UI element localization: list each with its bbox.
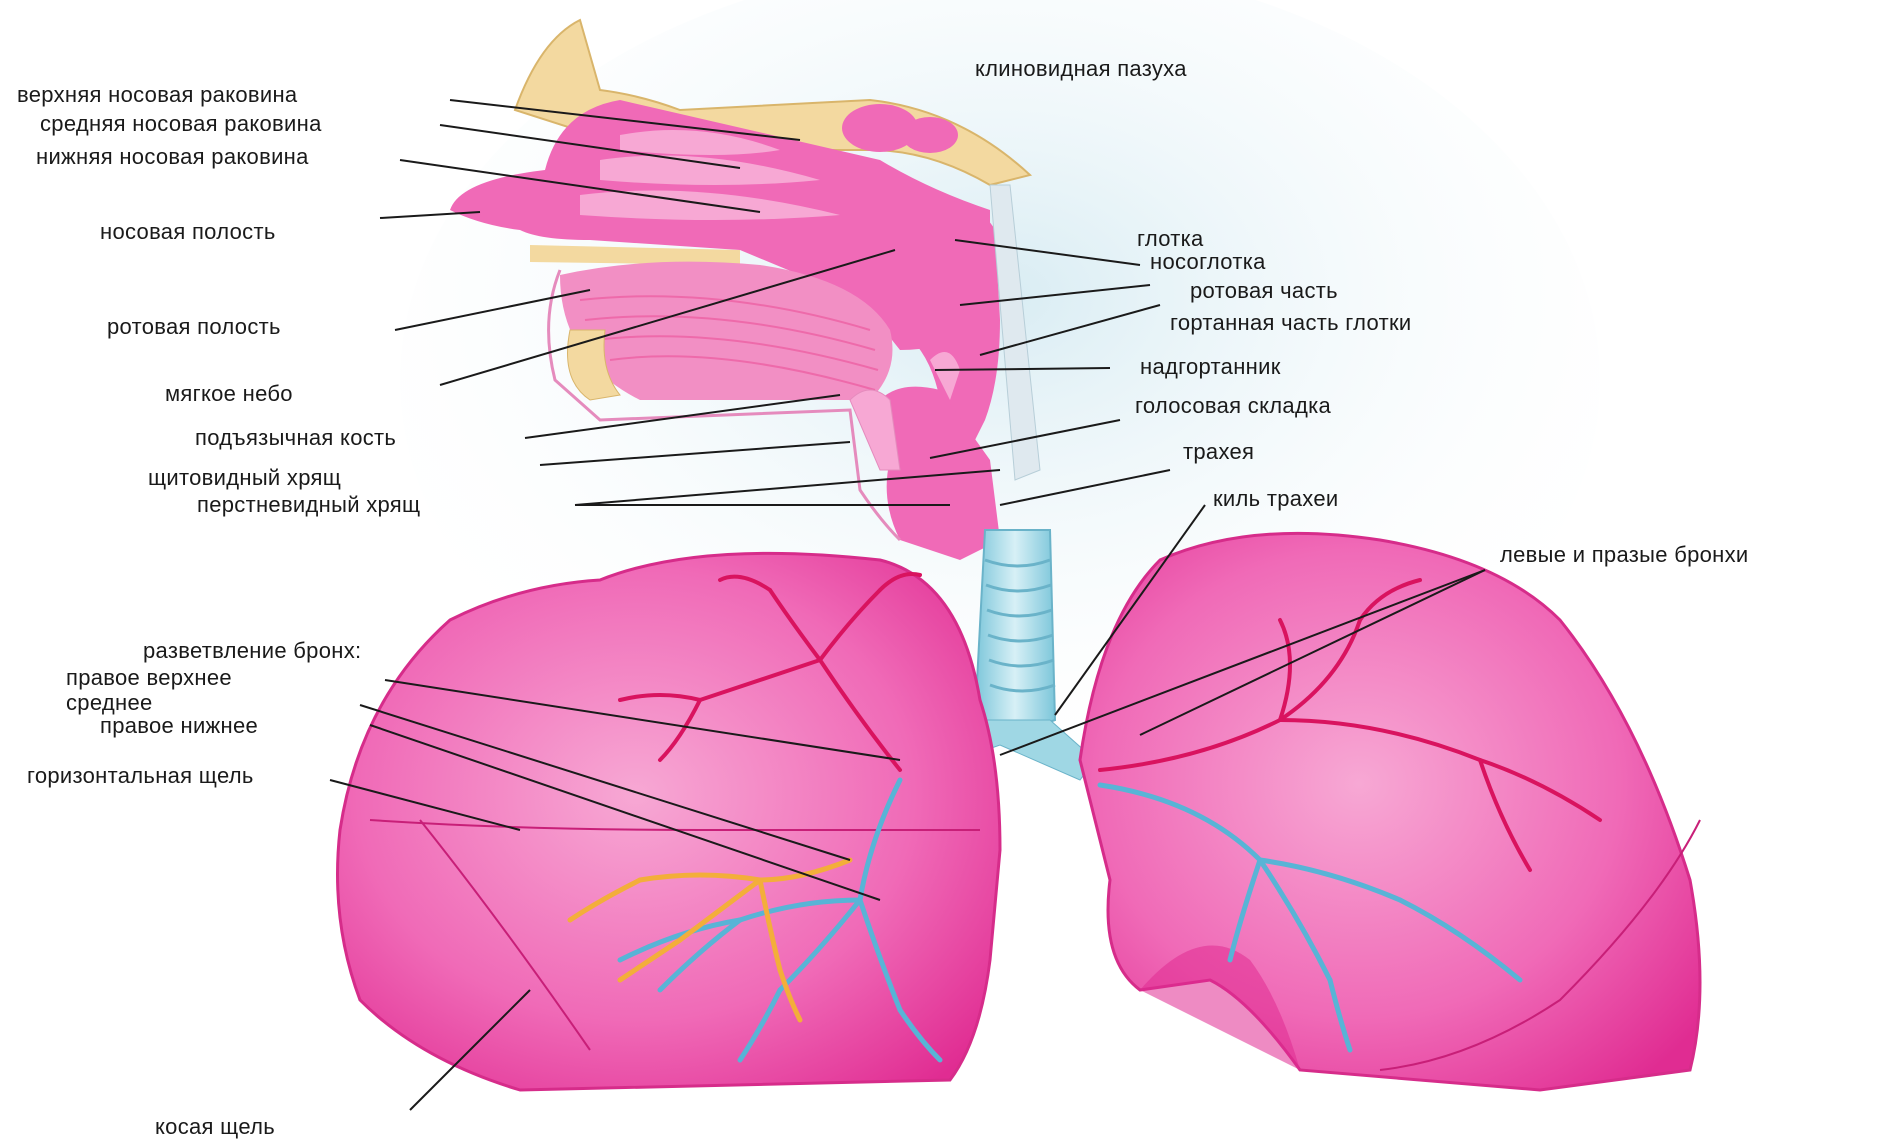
label-horizontal-fissure: горизонтальная щель (27, 765, 254, 787)
label-bronchi: левые и празые бронхи (1500, 544, 1749, 566)
label-epiglottis: надгортанник (1140, 356, 1281, 378)
label-laryngopharynx: гортанная часть глотки (1170, 312, 1411, 334)
label-hyoid-bone: подъязычная кость (195, 427, 396, 449)
label-nasopharynx: носоглотка (1150, 251, 1266, 273)
label-trachea: трахея (1183, 441, 1254, 463)
label-soft-palate: мягкое небо (165, 383, 293, 405)
label-inferior-concha: нижняя носовая раковина (36, 146, 309, 168)
label-nasal-cavity: носовая полость (100, 221, 276, 243)
label-sphenoid-sinus: клиновидная пазуха (975, 58, 1187, 80)
label-superior-concha: верхняя носовая раковина (17, 84, 297, 106)
label-middle-concha: средняя носовая раковина (40, 113, 322, 135)
label-cricoid-cartilage: перстневидный хрящ (197, 494, 420, 516)
label-right-upper: правое верхнее (66, 667, 232, 689)
label-bronchial-branching: разветвление бронх: (143, 640, 361, 662)
label-oblique-fissure: косая щель (155, 1116, 275, 1138)
label-middle: среднее (66, 692, 153, 714)
label-thyroid-cartilage: щитовидный хрящ (148, 467, 341, 489)
label-carina: киль трахеи (1213, 488, 1338, 510)
right-lung (338, 553, 1001, 1090)
label-right-lower: правое нижнее (100, 715, 258, 737)
label-oral-cavity: ротовая полость (107, 316, 281, 338)
label-vocal-fold: голосовая складка (1135, 395, 1331, 417)
label-pharynx: глотка (1137, 228, 1204, 250)
left-lung (1080, 533, 1700, 1090)
label-oropharynx: ротовая часть (1190, 280, 1338, 302)
